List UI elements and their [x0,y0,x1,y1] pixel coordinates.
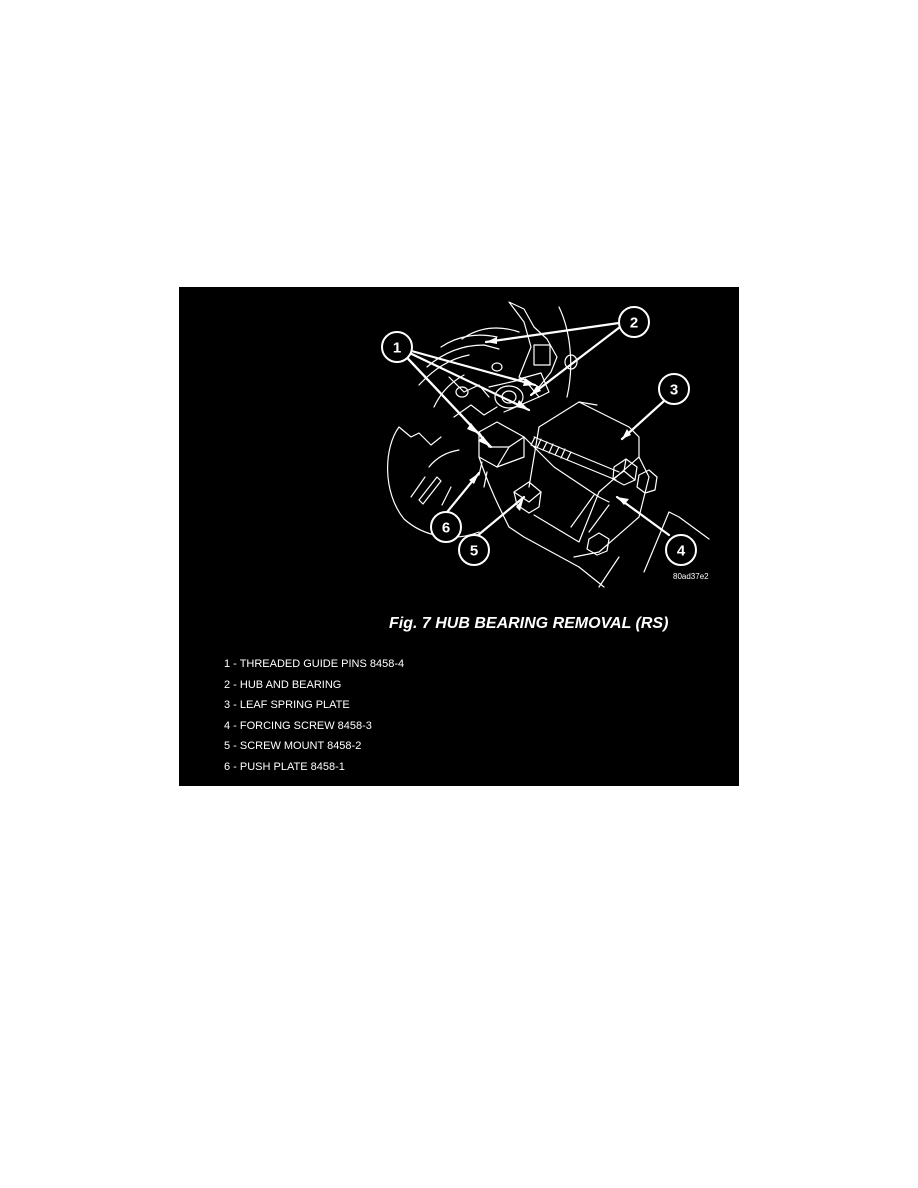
callout-2: 2 [618,306,650,338]
figure-frame: 1 2 3 4 5 6 80ad37e2 Fig. 7 HUB BEARING … [179,287,739,786]
figure-caption: Fig. 7 HUB BEARING REMOVAL (RS) [389,615,669,632]
legend-item: 5 - SCREW MOUNT 8458-2 [224,740,362,753]
image-code: 80ad37e2 [673,572,709,581]
legend-item: 6 - PUSH PLATE 8458-1 [224,760,345,773]
svg-text:2: 2 [630,315,638,332]
svg-text:1: 1 [393,340,401,357]
svg-text:6: 6 [442,520,450,537]
svg-text:3: 3 [670,382,678,399]
callout-1: 1 [381,331,413,363]
svg-text:4: 4 [677,543,686,560]
legend-list: 1 - THREADED GUIDE PINS 8458-4 2 - HUB A… [224,657,404,781]
callout-4: 4 [665,534,697,566]
legend-item: 2 - HUB AND BEARING [224,678,342,691]
hub-bearing-removal-illustration: 1 2 3 4 5 6 [381,301,710,588]
legend-item: 1 - THREADED GUIDE PINS 8458-4 [224,658,405,670]
svg-text:5: 5 [470,543,478,560]
callout-6: 6 [430,511,462,543]
callout-5: 5 [458,534,490,566]
legend-item: 3 - LEAF SPRING PLATE [224,699,350,712]
callout-3: 3 [658,373,690,405]
legend-item: 4 - FORCING SCREW 8458-3 [224,719,372,732]
